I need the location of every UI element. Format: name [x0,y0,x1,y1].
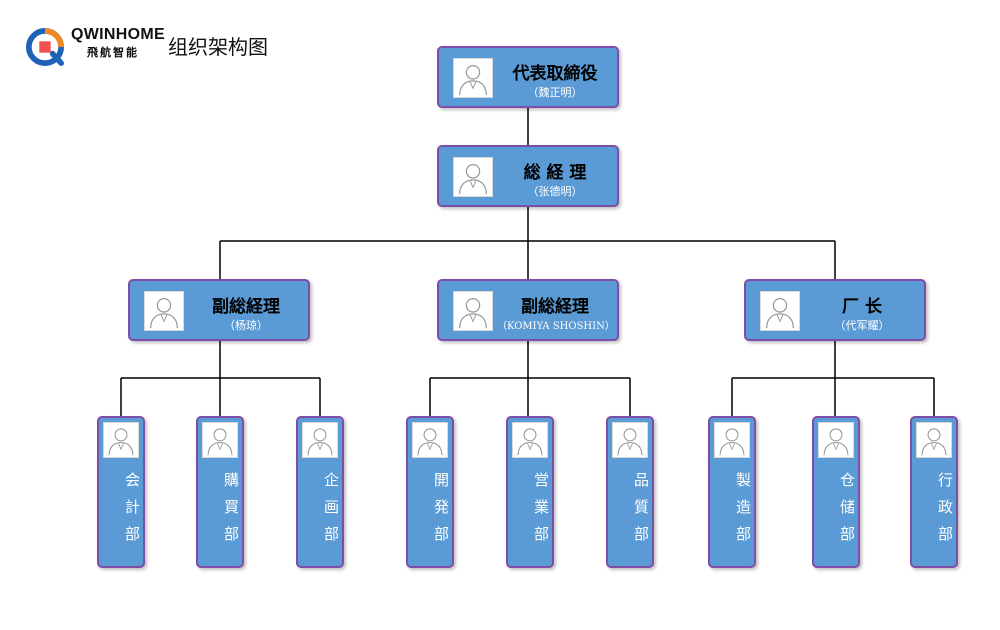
org-node-manager: 厂 长 （代军耀） [744,279,926,341]
person-avatar-icon [612,422,648,458]
brand-name: QWINHOME [71,26,165,43]
org-node-department: 購買部 [196,416,244,568]
person-avatar-icon [512,422,548,458]
person-avatar-icon [916,422,952,458]
person-avatar-icon [453,291,493,331]
person-avatar-icon [818,422,854,458]
org-node-manager: 副総経理 （杨琼） [128,279,310,341]
brand-subtitle: 飛航智能 [87,46,139,59]
person-avatar-icon [714,422,750,458]
node-name: （杨琼） [224,319,268,332]
department-label: 会計部 [123,472,141,553]
person-avatar-icon [302,422,338,458]
org-node-department: 製造部 [708,416,756,568]
department-label: 品質部 [632,472,650,553]
person-avatar-icon [453,157,493,197]
node-title: 代表取締役 [512,64,598,84]
node-title: 総 経 理 [523,163,587,183]
node-title: 副総経理 [212,297,280,317]
department-label: 行政部 [936,472,954,553]
department-label: 企画部 [322,472,340,553]
person-avatar-icon [453,58,493,98]
org-node-department: 品質部 [606,416,654,568]
company-logo-icon [26,28,64,66]
person-avatar-icon [412,422,448,458]
org-node-department: 行政部 [910,416,958,568]
department-label: 開発部 [432,472,450,553]
org-node-manager: 副総経理 （KOMIYA SHOSHIN） [437,279,619,341]
org-node-department: 仓储部 [812,416,860,568]
org-node-department: 営業部 [506,416,554,568]
org-node-department: 会計部 [97,416,145,568]
department-label: 購買部 [222,472,240,553]
node-title: 厂 长 [842,297,882,317]
person-avatar-icon [760,291,800,331]
org-node-gm: 総 経 理 （张德明） [437,145,619,207]
org-node-ceo: 代表取締役 （魏正明） [437,46,619,108]
org-node-department: 企画部 [296,416,344,568]
person-avatar-icon [103,422,139,458]
person-avatar-icon [144,291,184,331]
person-avatar-icon [202,422,238,458]
page-title: 组织架构图 [168,35,268,59]
department-label: 営業部 [532,472,550,553]
node-name: （KOMIYA SHOSHIN） [497,321,615,332]
node-name: （张德明） [527,185,583,198]
department-label: 仓储部 [838,472,856,553]
node-name: （代军耀） [834,319,890,332]
org-node-department: 開発部 [406,416,454,568]
department-label: 製造部 [734,472,752,553]
node-name: （魏正明） [527,86,583,99]
node-title: 副総経理 [521,297,589,317]
